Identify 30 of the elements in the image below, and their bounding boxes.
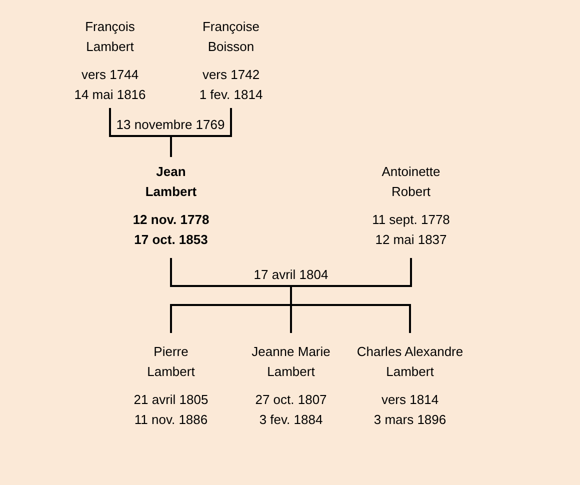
death-date: 3 mars 1896 [372, 411, 448, 429]
death-date: 11 nov. 1886 [133, 411, 209, 429]
death-date: 1 fev. 1814 [198, 86, 264, 104]
person-name: Charles Alexandre Lambert [356, 343, 464, 381]
birth-date: vers 1742 [201, 66, 261, 84]
family-line [109, 108, 170, 137]
person-name: Antoinette Robert [380, 163, 442, 201]
family-line [290, 286, 292, 305]
birth-date: 12 nov. 1778 [132, 211, 210, 229]
person-name: Jeanne Marie Lambert [250, 343, 332, 381]
death-date: 3 fev. 1884 [258, 411, 324, 429]
person-name: Jean Lambert [144, 163, 198, 201]
person-name: François Lambert [84, 18, 136, 56]
birth-date: 11 sept. 1778 [371, 211, 451, 229]
death-date: 17 oct. 1853 [133, 231, 209, 249]
birth-date: 21 avril 1805 [132, 391, 210, 409]
family-line [170, 135, 172, 157]
family-line [170, 258, 291, 287]
birth-date: 27 oct. 1807 [254, 391, 328, 409]
family-line [291, 304, 411, 333]
death-date: 12 mai 1837 [374, 231, 448, 249]
death-date: 14 mai 1816 [73, 86, 147, 104]
person-name: Françoise Boisson [201, 18, 261, 56]
family-line [291, 258, 412, 287]
birth-date: vers 1814 [380, 391, 440, 409]
family-line [170, 108, 232, 137]
birth-date: vers 1744 [80, 66, 140, 84]
person-name: Pierre Lambert [146, 343, 196, 381]
family-line [290, 304, 292, 333]
family-line [170, 304, 291, 333]
